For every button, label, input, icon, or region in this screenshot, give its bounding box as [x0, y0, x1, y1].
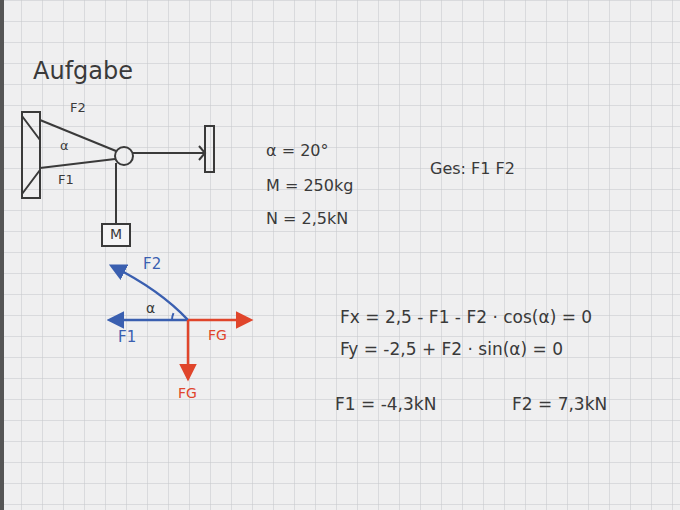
force-label: FG [208, 328, 227, 343]
paper-edge [0, 0, 4, 510]
title: Aufgabe [33, 58, 133, 84]
result: F1 = -4,3kN [335, 395, 436, 414]
result: F2 = 7,3kN [512, 395, 607, 414]
force-label: F1 [118, 329, 136, 346]
given-value: N = 2,5kN [266, 210, 348, 228]
angle-label: α [146, 301, 155, 316]
equation: Fx = 2,5 - F1 - F2 · cos(α) = 0 [340, 308, 592, 327]
mass-box: M [101, 223, 131, 247]
equation: Fy = -2,5 + F2 · sin(α) = 0 [340, 340, 563, 359]
force-label: F1 [58, 173, 74, 187]
given-value: α = 20° [266, 142, 328, 160]
given-value: M = 250kg [266, 177, 353, 195]
wanted-values: Ges: F1 F2 [430, 160, 515, 178]
rods [40, 120, 205, 223]
mass-label: M [110, 227, 122, 242]
force-label: F2 [70, 101, 86, 115]
force-label: F2 [143, 256, 161, 273]
angle-label: α [60, 139, 69, 153]
force-label: FG [178, 386, 197, 401]
force-diagram [110, 266, 250, 378]
wall-support [22, 112, 40, 198]
right-support [199, 126, 214, 172]
